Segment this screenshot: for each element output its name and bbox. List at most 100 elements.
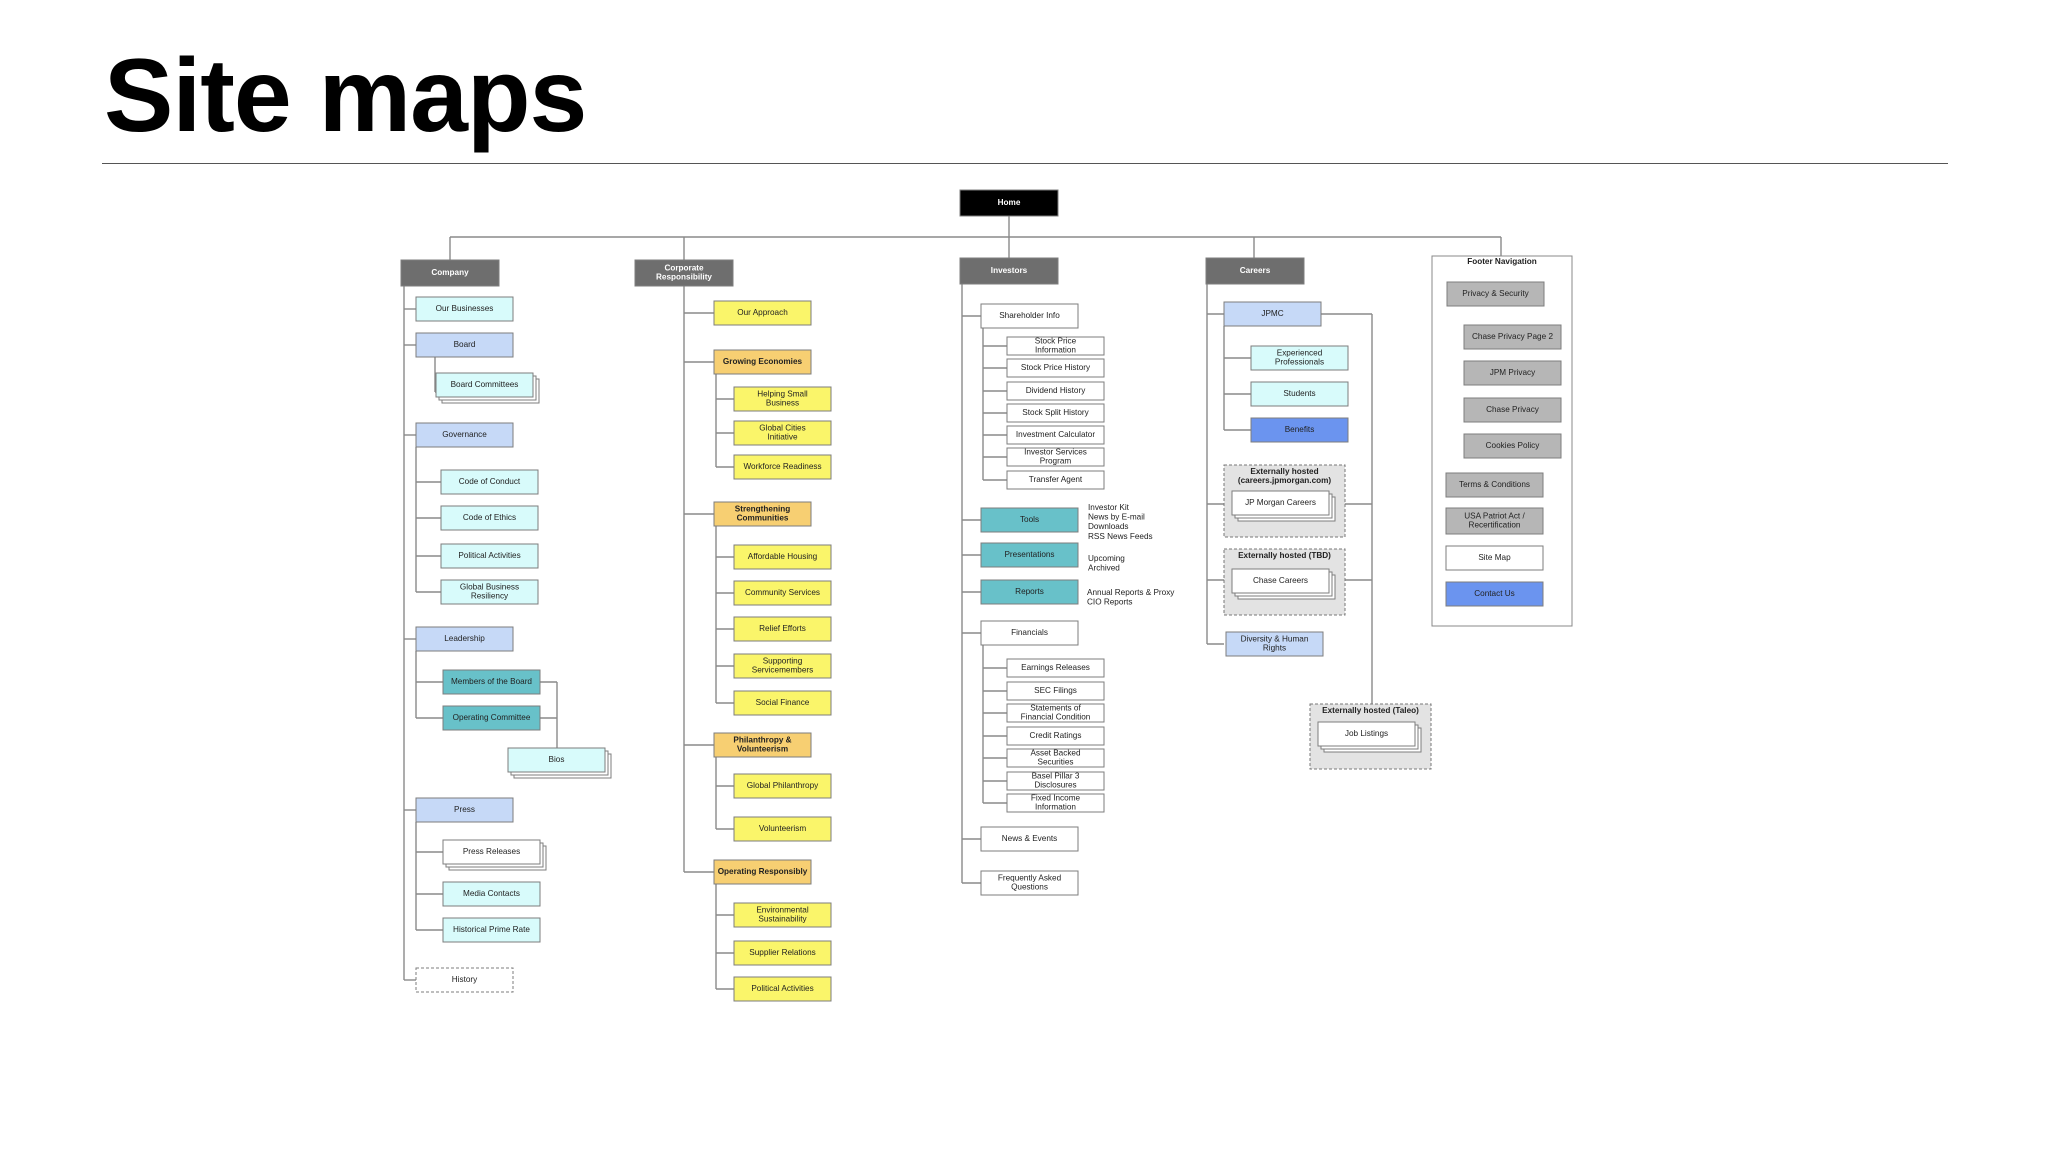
node-code-of-conduct: Code of Conduct bbox=[440, 469, 539, 495]
node-affordable-housing: Affordable Housing bbox=[733, 544, 832, 570]
node-label: History bbox=[452, 975, 478, 984]
node-label: Operating Responsibly bbox=[718, 867, 808, 876]
node-privacy-security: Privacy & Security bbox=[1446, 281, 1545, 307]
node-credit-ratings: Credit Ratings bbox=[1006, 726, 1105, 746]
node-label: Environmental bbox=[756, 906, 809, 915]
node-stock-split-history: Stock Split History bbox=[1006, 403, 1105, 423]
node-label: Transfer Agent bbox=[1029, 475, 1083, 484]
node-cookies-policy: Cookies Policy bbox=[1463, 433, 1562, 459]
node-jpmc: JPMC bbox=[1223, 301, 1322, 327]
annotation-line: Archived bbox=[1088, 564, 1120, 573]
node-label: Reports bbox=[1015, 587, 1044, 596]
node-relief-efforts: Relief Efforts bbox=[733, 616, 832, 642]
node-philanthropy-volunteerism: Philanthropy &Volunteerism bbox=[713, 732, 812, 758]
node-label: Growing Economies bbox=[723, 357, 803, 366]
node-historical-prime-rate: Historical Prime Rate bbox=[442, 917, 541, 943]
node-label: Home bbox=[998, 198, 1021, 207]
node-usa-patriot-act-recertification: USA Patriot Act /Recertification bbox=[1445, 507, 1544, 535]
node-label: Information bbox=[1035, 346, 1076, 355]
node-label: JPM Privacy bbox=[1490, 368, 1536, 377]
node-label: Strengthening bbox=[735, 505, 791, 514]
node-jp-morgan-careers: JP Morgan Careers bbox=[1231, 490, 1336, 522]
node-label: Workforce Readiness bbox=[743, 462, 821, 471]
node-political-activities: Political Activities bbox=[733, 976, 832, 1002]
node-label: Philanthropy & bbox=[733, 736, 791, 745]
node-label: Communities bbox=[737, 514, 789, 523]
node-label: Investor Services bbox=[1024, 448, 1087, 457]
node-home: Home bbox=[959, 189, 1059, 217]
node-news-events: News & Events bbox=[980, 826, 1079, 852]
node-label: Global Cities bbox=[759, 424, 805, 433]
node-label: Investment Calculator bbox=[1016, 430, 1095, 439]
node-dividend-history: Dividend History bbox=[1006, 381, 1105, 401]
node-label: Servicemembers bbox=[752, 666, 813, 675]
node-label: Tools bbox=[1020, 515, 1039, 524]
node-label: Financial Condition bbox=[1021, 713, 1091, 722]
group-title: Externally hosted (Taleo) bbox=[1322, 706, 1419, 715]
node-label: Historical Prime Rate bbox=[453, 925, 530, 934]
annotation-line: Annual Reports & Proxy bbox=[1087, 588, 1175, 597]
node-label: Terms & Conditions bbox=[1459, 480, 1530, 489]
node-label: Bios bbox=[549, 755, 565, 764]
node-label: Chase Privacy bbox=[1486, 405, 1540, 414]
node-label: Rights bbox=[1263, 644, 1286, 653]
node-financials: Financials bbox=[980, 620, 1079, 646]
node-careers: Careers bbox=[1205, 257, 1305, 285]
node-label: Stock Price bbox=[1035, 337, 1077, 346]
node-label: Securities bbox=[1038, 758, 1074, 767]
node-label: Fixed Income bbox=[1031, 794, 1081, 803]
node-investors: Investors bbox=[959, 257, 1059, 285]
node-label: Political Activities bbox=[751, 984, 813, 993]
slide-title: Site maps bbox=[104, 38, 587, 154]
node-label: Social Finance bbox=[756, 698, 810, 707]
node-investment-calculator: Investment Calculator bbox=[1006, 425, 1105, 445]
node-social-finance: Social Finance bbox=[733, 690, 832, 716]
node-label: Frequently Asked bbox=[998, 874, 1062, 883]
node-label: Global Philanthropy bbox=[747, 781, 819, 790]
node-label: USA Patriot Act / bbox=[1464, 512, 1525, 521]
node-media-contacts: Media Contacts bbox=[442, 881, 541, 907]
node-label: SEC Filings bbox=[1034, 686, 1077, 695]
node-label: JP Morgan Careers bbox=[1245, 498, 1316, 507]
node-label: Responsibility bbox=[656, 273, 712, 282]
node-label: Sustainability bbox=[758, 915, 807, 924]
node-code-of-ethics: Code of Ethics bbox=[440, 505, 539, 531]
node-our-approach: Our Approach bbox=[713, 300, 812, 326]
node-label: Board Committees bbox=[451, 380, 519, 389]
node-label: Site Map bbox=[1478, 553, 1511, 562]
node-label: Stock Price History bbox=[1021, 363, 1091, 372]
node-label: Asset Backed bbox=[1030, 749, 1081, 758]
node-label: Supplier Relations bbox=[749, 948, 815, 957]
node-label: Board bbox=[454, 340, 476, 349]
node-chase-careers: Chase Careers bbox=[1231, 568, 1336, 600]
annotation-line: RSS News Feeds bbox=[1088, 532, 1153, 541]
node-label: Community Services bbox=[745, 588, 820, 597]
node-operating-responsibly: Operating Responsibly bbox=[713, 859, 812, 885]
node-label: Press bbox=[454, 805, 475, 814]
node-label: Operating Committee bbox=[453, 713, 531, 722]
node-label: Stock Split History bbox=[1022, 408, 1089, 417]
node-governance: Governance bbox=[415, 422, 514, 448]
node-label: Information bbox=[1035, 803, 1076, 812]
group-title: Externally hosted bbox=[1250, 467, 1318, 476]
node-press-releases: Press Releases bbox=[442, 839, 547, 871]
node-label: Press Releases bbox=[463, 847, 520, 856]
node-students: Students bbox=[1250, 381, 1349, 407]
node-label: Investors bbox=[991, 266, 1028, 275]
node-label: Presentations bbox=[1004, 550, 1054, 559]
node-label: Initiative bbox=[767, 433, 797, 442]
node-supplier-relations: Supplier Relations bbox=[733, 940, 832, 966]
node-history: History bbox=[415, 967, 514, 993]
node-label: Relief Efforts bbox=[759, 624, 806, 633]
node-label: Shareholder Info bbox=[999, 311, 1060, 320]
annotation-line: Investor Kit bbox=[1088, 503, 1130, 512]
node-label: Earnings Releases bbox=[1021, 663, 1090, 672]
